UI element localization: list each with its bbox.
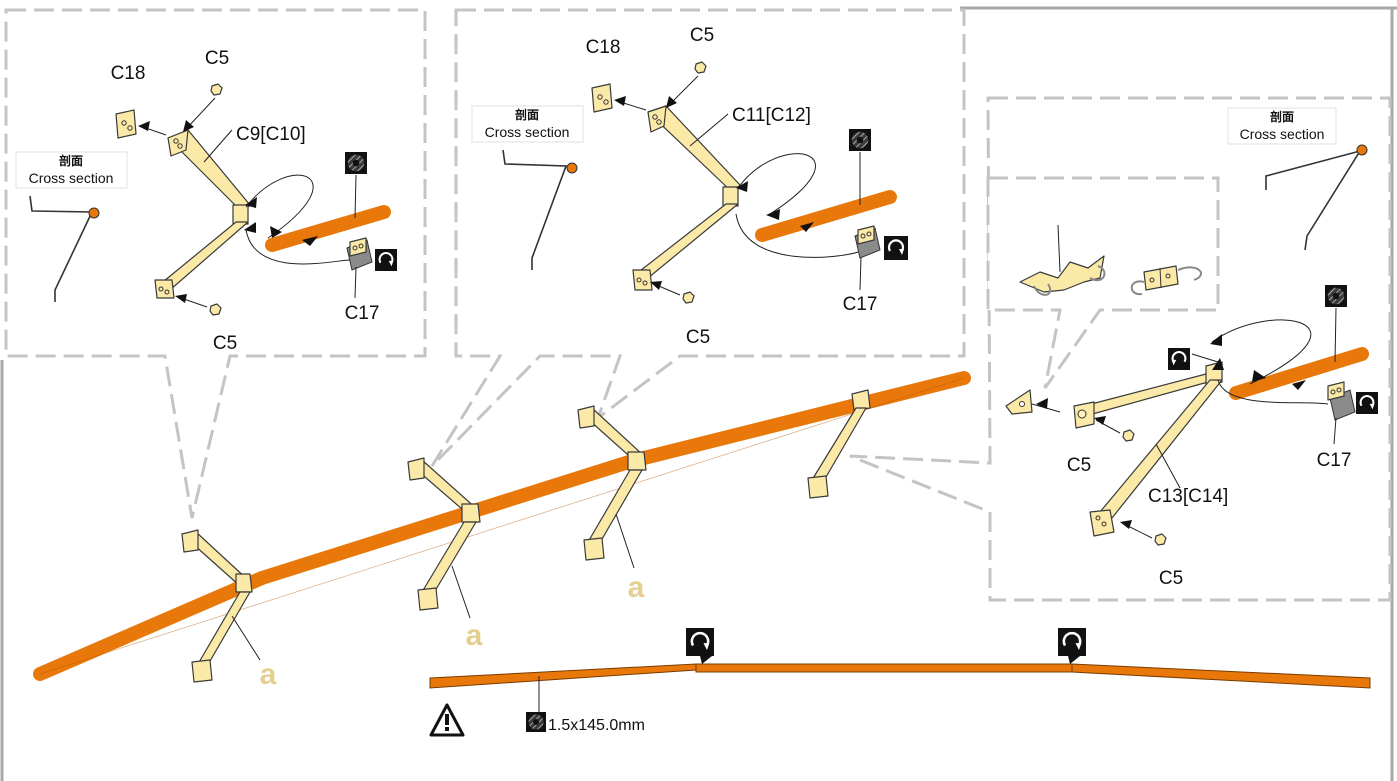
tube-section-dot: [88, 207, 100, 219]
cross-section-profile: [502, 149, 568, 270]
nut-c5-left: [1122, 429, 1135, 442]
rod-size-text: 1.5x145.0mm: [548, 717, 645, 734]
bend-marker-icon: [375, 249, 397, 271]
mark-a-1: a: [260, 658, 277, 691]
bend-marker-icon: [1168, 348, 1190, 370]
label-c5-top: C5: [690, 25, 714, 46]
mark-a-2: a: [466, 619, 483, 652]
rod-marker-icon: [1325, 285, 1347, 307]
callout-middle: 剖面 Cross section: [430, 8, 966, 468]
nut-c5-bottom: [1154, 533, 1167, 546]
tube-segment: [755, 190, 897, 242]
main-tube-mid: [255, 454, 639, 585]
label-c9-c10: C9[C10]: [236, 124, 306, 145]
bracket-c11: [632, 105, 741, 291]
clip-c17: [854, 225, 881, 259]
bend-marker-icon: [1058, 628, 1086, 656]
cross-section-zh: 剖面: [1270, 109, 1294, 124]
bend-marker-icon: [1356, 392, 1378, 414]
rod-segment-right: [1071, 663, 1371, 689]
label-c5-bottom: C5: [213, 333, 237, 354]
bracket-main-1: [181, 529, 253, 683]
bracket-c9: [154, 129, 251, 299]
nut-c5-top: [210, 83, 223, 96]
bent-rod: [429, 628, 1371, 712]
label-c5-bottom: C5: [686, 327, 710, 348]
callout-right: 剖面 Cross section: [849, 96, 1392, 602]
tube-section-dot: [1356, 144, 1368, 156]
cross-section-en: Cross section: [485, 124, 570, 140]
frame-lines: [0, 6, 1397, 781]
fold-detail: [1019, 224, 1202, 296]
label-c18: C18: [586, 37, 621, 58]
callout-left: 剖面 Cross section: [4, 8, 427, 519]
mark-a-3: a: [628, 571, 645, 604]
cross-section-zh: 剖面: [59, 153, 83, 168]
label-c13-c14: C13[C14]: [1148, 486, 1228, 507]
bracket-c13: [1005, 361, 1223, 537]
rod-marker-icon: [526, 712, 546, 732]
nut-c5-bottom: [209, 303, 222, 316]
bracket-main-3: [577, 405, 647, 561]
clip-c17: [346, 237, 373, 271]
label-c5-top: C5: [205, 48, 229, 69]
rod-segment-mid: [695, 663, 1073, 673]
main-assembly: a a a: [33, 371, 971, 691]
clip-c17: [1327, 381, 1356, 421]
warning-triangle-icon: [429, 703, 465, 737]
plate-c18: [115, 109, 137, 139]
cross-section-en: Cross section: [1240, 126, 1325, 142]
main-tube-right: [625, 371, 971, 468]
rod-marker-icon: [849, 129, 871, 151]
bend-marker-icon: [884, 236, 908, 260]
tube-section-dot: [566, 162, 578, 174]
cross-section-tag: [15, 151, 128, 189]
cross-section-en: Cross section: [29, 170, 114, 186]
label-c18: C18: [111, 63, 146, 84]
label-c11-c12: C11[C12]: [732, 105, 811, 126]
nut-c5-top: [694, 61, 707, 74]
cross-section-tag: [471, 105, 584, 143]
main-tube-left: [33, 571, 269, 681]
tube-segment: [265, 205, 391, 252]
rod-spec: 1.5x145.0mm: [429, 703, 645, 737]
label-c5-left: C5: [1067, 455, 1091, 476]
label-c5-bottom: C5: [1159, 568, 1183, 589]
cross-section-zh: 剖面: [515, 107, 539, 122]
plate-c18: [591, 83, 613, 113]
cross-section-tag: [1227, 107, 1337, 145]
bracket-main-2: [407, 457, 481, 611]
detail-inset: [986, 176, 1220, 389]
nut-c5-bottom: [682, 291, 695, 304]
tube-segment: [1229, 347, 1369, 400]
label-c17: C17: [345, 303, 380, 324]
rod-marker-icon: [345, 152, 367, 174]
rod-segment-left: [429, 663, 697, 689]
label-c17: C17: [1317, 450, 1352, 471]
bracket-main-4: [807, 389, 871, 499]
label-c17: C17: [843, 294, 878, 315]
bend-marker-icon: [686, 628, 714, 656]
